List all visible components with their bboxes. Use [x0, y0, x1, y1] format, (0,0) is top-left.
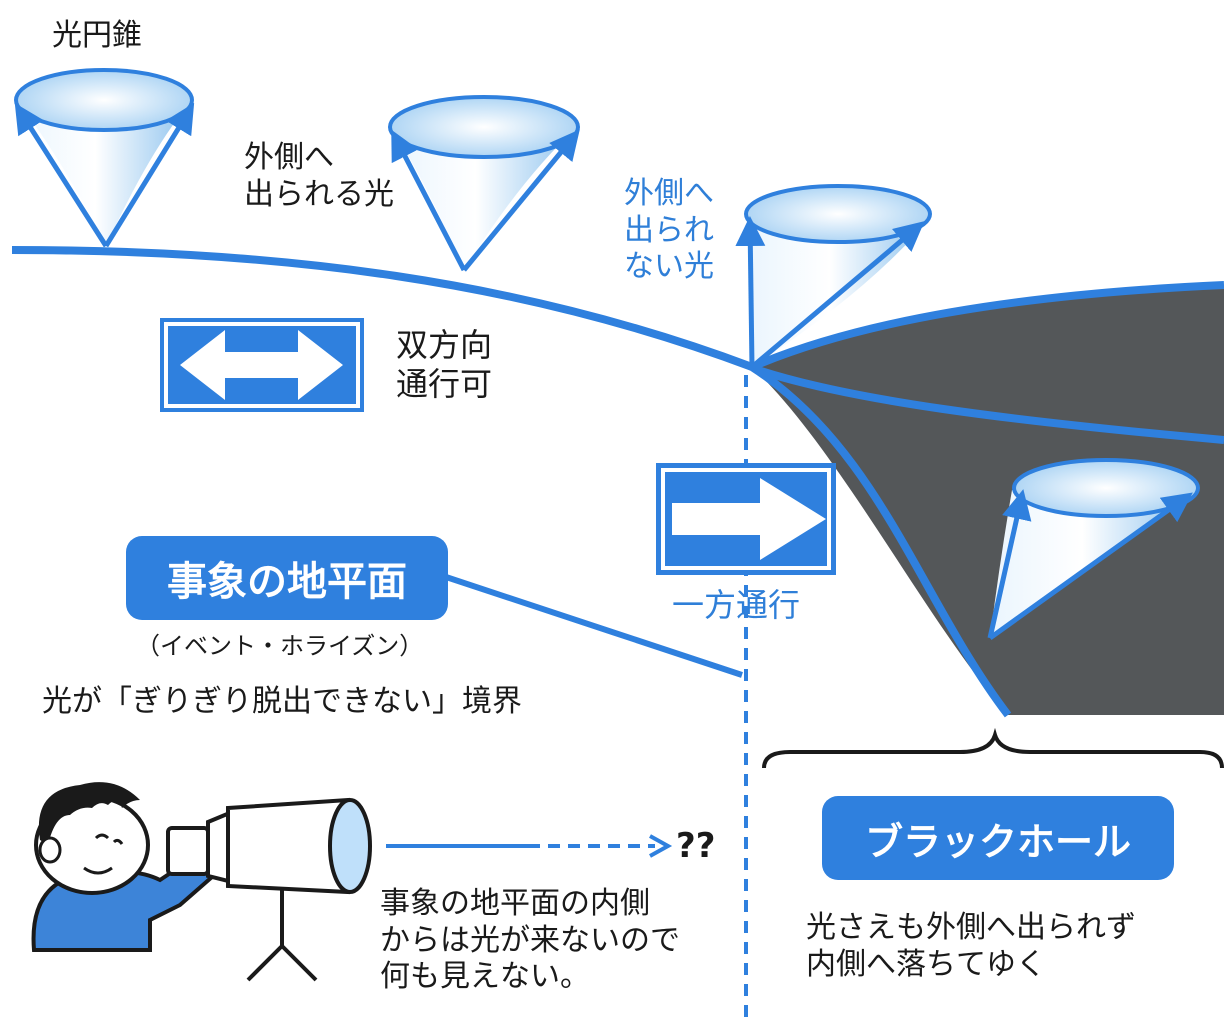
right-arrow-icon	[672, 478, 826, 560]
inner-surface-curve	[756, 366, 1224, 444]
light-cone-4	[987, 458, 1200, 641]
event-horizon-title: 事象の地平面	[167, 559, 407, 605]
escape-light-label: 外側へ 出られる光	[244, 140, 394, 212]
horizon-pointer-line	[439, 572, 743, 678]
event-horizon-kana: （イベント・ホライズン）	[136, 632, 424, 660]
telescope-lens	[328, 798, 372, 894]
light-cone-label: 光円錐	[52, 18, 142, 53]
observer-hair	[38, 782, 140, 845]
two-way-sign	[160, 318, 364, 412]
two-way-label: 双方向 通行可	[396, 326, 493, 404]
telescope	[166, 797, 372, 982]
one-way-label: 一方通行	[672, 586, 801, 624]
light-cone-2	[388, 95, 580, 272]
double-arrow-icon	[180, 330, 343, 400]
light-cone-3	[735, 184, 932, 369]
inside-note: 事象の地平面の内側 からは光が来ないので 何も見えない。	[380, 886, 680, 995]
no-escape-light-label: 外側へ 出られ ない光	[624, 176, 714, 285]
light-cone-1	[14, 68, 195, 248]
black-hole-region	[752, 285, 1224, 715]
question-marks: ??	[676, 826, 716, 866]
spacetime-curve	[11, 246, 1012, 718]
boundary-description: 光が「ぎりぎり脱出できない」境界	[42, 684, 522, 719]
black-hole-bracket	[762, 727, 1224, 769]
sight-arrow-head	[649, 834, 673, 858]
black-hole-badge: ブラックホール	[822, 796, 1174, 880]
black-hole-boundary	[750, 281, 1224, 371]
event-horizon-badge: 事象の地平面	[126, 536, 448, 620]
black-hole-title: ブラックホール	[864, 819, 1131, 864]
one-way-sign	[656, 463, 836, 575]
black-hole-note: 光さえも外側へ出られず 内側へ落ちてゆく	[806, 910, 1136, 982]
